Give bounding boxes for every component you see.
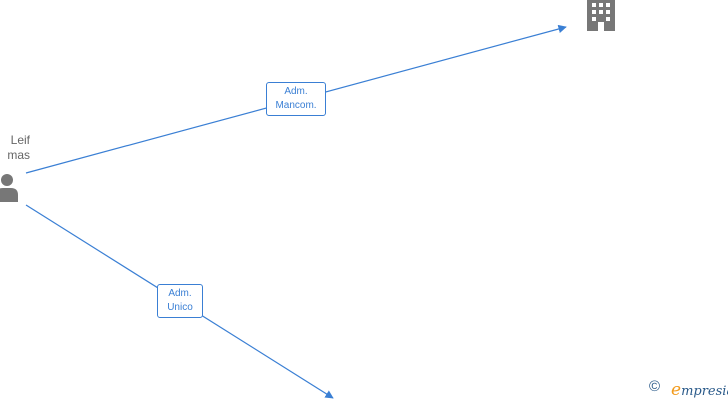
relation-label-line2: Mancom. bbox=[275, 100, 317, 111]
brand-logo[interactable]: empresia bbox=[671, 380, 728, 400]
copyright-symbol: © bbox=[649, 378, 661, 395]
brand-rest: mpresia bbox=[681, 384, 728, 399]
person-name-line1: Leif bbox=[10, 133, 30, 147]
relation-label-adm-mancom[interactable]: Adm. Mancom. bbox=[266, 82, 326, 116]
person-icon[interactable] bbox=[0, 172, 20, 207]
relation-label-line1: Adm. bbox=[168, 288, 192, 299]
relation-label-adm-unico[interactable]: Adm. Unico bbox=[157, 284, 203, 318]
person-name-line2: mas bbox=[7, 148, 30, 162]
brand-initial: e bbox=[671, 380, 682, 400]
person-name[interactable]: Leif mas bbox=[0, 133, 30, 163]
building-icon[interactable] bbox=[585, 0, 617, 37]
relation-label-line1: Adm. bbox=[284, 86, 308, 97]
relation-label-line2: Unico bbox=[167, 302, 193, 313]
